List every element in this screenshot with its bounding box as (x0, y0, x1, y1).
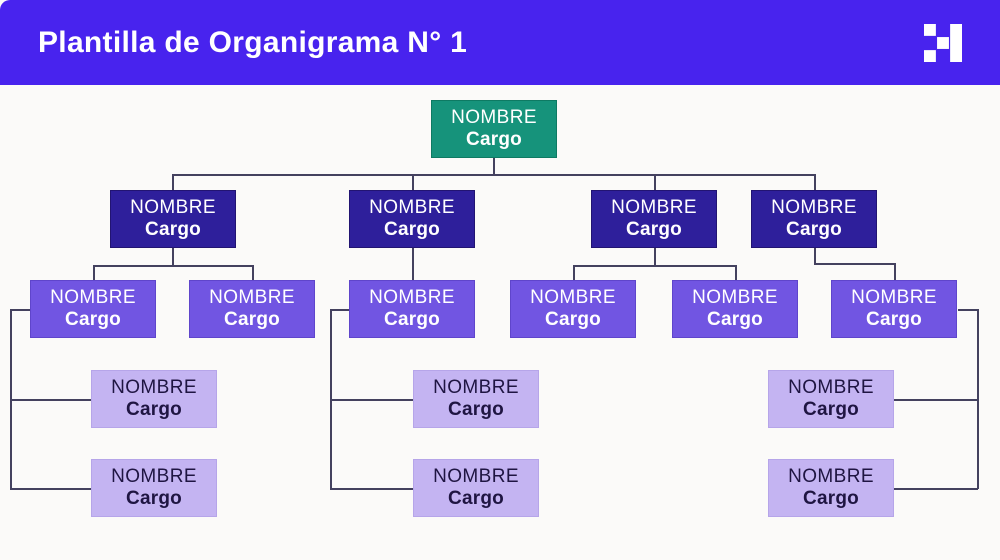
org-node-l2-1: NOMBRE Cargo (110, 190, 236, 248)
connector (958, 309, 978, 311)
node-name-label: NOMBRE (130, 196, 216, 218)
page-title: Plantilla de Organigrama N° 1 (38, 25, 468, 59)
connector (814, 248, 816, 264)
node-name-label: NOMBRE (369, 286, 455, 308)
node-name-label: NOMBRE (851, 286, 937, 308)
org-node-l4-4: NOMBRE Cargo (413, 459, 539, 517)
org-node-l3-2: NOMBRE Cargo (189, 280, 315, 338)
org-node-l4-5: NOMBRE Cargo (768, 370, 894, 428)
node-name-label: NOMBRE (771, 196, 857, 218)
node-role-label: Cargo (448, 488, 504, 509)
connector (654, 174, 656, 190)
node-role-label: Cargo (466, 129, 522, 150)
org-node-l2-4: NOMBRE Cargo (751, 190, 877, 248)
node-name-label: NOMBRE (788, 465, 874, 487)
org-node-l2-2: NOMBRE Cargo (349, 190, 475, 248)
node-name-label: NOMBRE (451, 106, 537, 128)
node-name-label: NOMBRE (530, 286, 616, 308)
node-role-label: Cargo (126, 399, 182, 420)
org-node-l3-4: NOMBRE Cargo (510, 280, 636, 338)
node-role-label: Cargo (384, 219, 440, 240)
connector (573, 265, 575, 280)
connector (10, 488, 91, 490)
connector (10, 309, 30, 311)
org-node-l3-6: NOMBRE Cargo (831, 280, 957, 338)
connector (573, 265, 736, 267)
org-node-root: NOMBRE Cargo (431, 100, 557, 158)
node-role-label: Cargo (126, 488, 182, 509)
connector (330, 309, 349, 311)
org-node-l3-3: NOMBRE Cargo (349, 280, 475, 338)
node-name-label: NOMBRE (111, 376, 197, 398)
node-role-label: Cargo (545, 309, 601, 330)
org-node-l2-3: NOMBRE Cargo (591, 190, 717, 248)
node-role-label: Cargo (384, 309, 440, 330)
node-role-label: Cargo (626, 219, 682, 240)
connector (252, 265, 254, 280)
connector (93, 265, 95, 280)
node-name-label: NOMBRE (692, 286, 778, 308)
connector (894, 263, 896, 280)
connector (412, 174, 414, 190)
org-node-l3-1: NOMBRE Cargo (30, 280, 156, 338)
connector (330, 309, 332, 488)
connector (814, 174, 816, 190)
connector (894, 399, 978, 401)
node-name-label: NOMBRE (433, 376, 519, 398)
connector (654, 248, 656, 265)
connector (894, 488, 978, 490)
pixel-h-logo (924, 23, 962, 62)
connector (172, 248, 174, 265)
connector (172, 174, 174, 190)
connector (172, 174, 815, 176)
node-name-label: NOMBRE (111, 465, 197, 487)
node-role-label: Cargo (448, 399, 504, 420)
org-node-l4-3: NOMBRE Cargo (413, 370, 539, 428)
node-name-label: NOMBRE (788, 376, 874, 398)
node-role-label: Cargo (224, 309, 280, 330)
node-name-label: NOMBRE (369, 196, 455, 218)
connector (10, 399, 91, 401)
org-node-l4-1: NOMBRE Cargo (91, 370, 217, 428)
node-role-label: Cargo (786, 219, 842, 240)
connector (814, 263, 895, 265)
node-name-label: NOMBRE (611, 196, 697, 218)
connector (330, 399, 413, 401)
node-role-label: Cargo (866, 309, 922, 330)
node-role-label: Cargo (145, 219, 201, 240)
org-node-l3-5: NOMBRE Cargo (672, 280, 798, 338)
node-name-label: NOMBRE (209, 286, 295, 308)
node-role-label: Cargo (707, 309, 763, 330)
org-node-l4-6: NOMBRE Cargo (768, 459, 894, 517)
connector (330, 488, 413, 490)
node-role-label: Cargo (803, 488, 859, 509)
connector (493, 158, 495, 174)
node-role-label: Cargo (65, 309, 121, 330)
node-name-label: NOMBRE (50, 286, 136, 308)
node-name-label: NOMBRE (433, 465, 519, 487)
connector (93, 265, 253, 267)
org-node-l4-2: NOMBRE Cargo (91, 459, 217, 517)
header-bar: Plantilla de Organigrama N° 1 (0, 0, 1000, 85)
connector (735, 265, 737, 280)
connector (412, 248, 414, 280)
node-role-label: Cargo (803, 399, 859, 420)
